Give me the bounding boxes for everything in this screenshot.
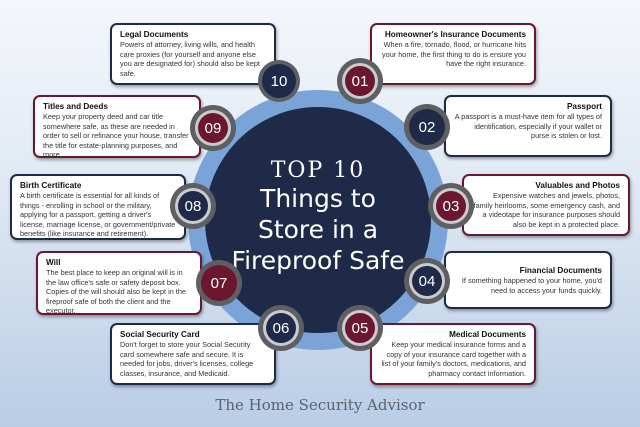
card-text: Keep your property deed and car title so… [43,112,189,160]
card-text: Powers of attorney, living wills, and he… [120,40,260,78]
card-text: If something happened to your home, you'… [461,276,602,295]
card-birth-certificate: Birth Certificate A birth certificate is… [10,174,186,240]
badge-01: 01 [337,58,383,104]
card-text: Expensive watches and jewels, photos, fa… [473,191,620,229]
card-text: Don't forget to store your Social Securi… [120,340,254,378]
badge-number: 01 [345,66,375,96]
card-passport: Passport A passport is a must-have item … [444,95,612,157]
title-line-3: Fireproof Safe [231,246,405,275]
card-text: Keep your medical insurance forms and a … [381,340,526,378]
card-text: A passport is a must-have item for all t… [454,112,602,141]
badge-number: 08 [178,191,208,221]
badge-08: 08 [170,183,216,229]
center-title: TOP 10 Things to Store in a Fireproof Sa… [205,107,431,333]
badge-03: 03 [428,183,474,229]
card-financial-documents: Financial Documents If something happene… [444,251,612,309]
card-heading: Legal Documents [120,30,189,39]
card-will: Will The best place to keep an original … [36,251,202,315]
badge-number: 06 [266,313,296,343]
card-text: When a fire, tornado, flood, or hurrican… [382,40,526,69]
card-heading: Valuables and Photos [535,181,620,190]
badge-number: 09 [198,113,228,143]
badge-06: 06 [258,305,304,351]
card-heading: Will [46,258,61,267]
badge-number: 07 [201,265,237,301]
card-heading: Financial Documents [519,266,602,275]
card-text: The best place to keep an original will … [46,268,186,316]
card-heading: Medical Documents [449,330,526,339]
title-line-1: Things to [260,184,376,213]
badge-02: 02 [404,104,450,150]
card-homeowners-insurance: Homeowner's Insurance Documents When a f… [370,23,536,85]
badge-05: 05 [337,305,383,351]
badge-10: 10 [258,60,300,102]
card-titles-and-deeds: Titles and Deeds Keep your property deed… [33,95,201,160]
card-heading: Titles and Deeds [43,102,108,111]
badge-number: 05 [345,313,375,343]
card-heading: Birth Certificate [20,181,82,190]
card-social-security-card: Social Security Card Don't forget to sto… [110,323,276,385]
card-heading: Homeowner's Insurance Documents [384,30,526,39]
badge-09: 09 [190,105,236,151]
card-heading: Passport [566,102,602,111]
card-heading: Social Security Card [120,330,200,339]
card-valuables-and-photos: Valuables and Photos Expensive watches a… [462,174,630,236]
badge-number: 03 [436,191,466,221]
card-text: A birth certificate is essential for all… [20,191,176,239]
badge-07: 07 [196,260,242,306]
badge-04: 04 [404,258,450,304]
title-line-2: Store in a [257,215,379,244]
badge-number: 02 [409,109,445,145]
footer-brand: The Home Security Advisor [215,396,425,414]
card-medical-documents: Medical Documents Keep your medical insu… [370,323,536,385]
title-top: TOP 10 [270,158,366,183]
card-legal-documents: Legal Documents Powers of attorney, livi… [110,23,276,85]
badge-number: 10 [262,64,296,98]
badge-number: 04 [412,266,442,296]
